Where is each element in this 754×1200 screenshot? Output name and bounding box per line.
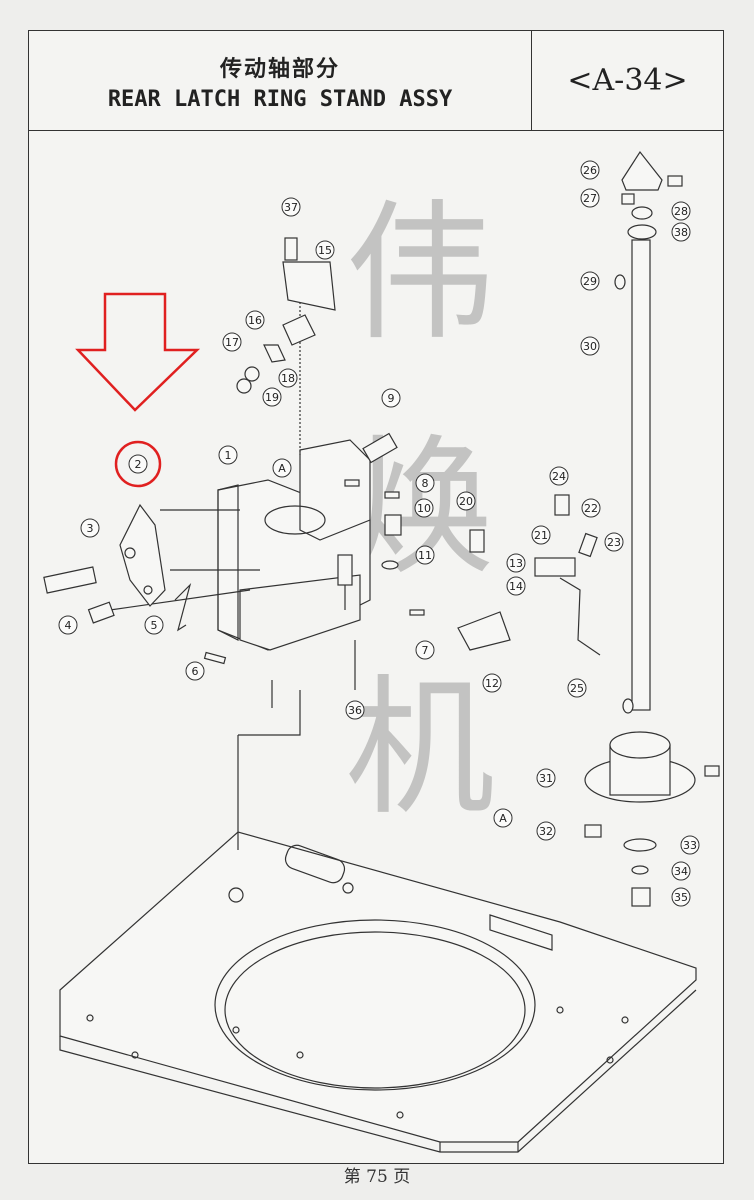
callout-25: 25 (567, 678, 587, 698)
title-cell: 传动轴部分 REAR LATCH RING STAND ASSY (29, 31, 532, 130)
svg-text:2: 2 (135, 458, 142, 471)
svg-text:31: 31 (539, 772, 553, 785)
svg-text:14: 14 (509, 580, 523, 593)
svg-text:23: 23 (607, 536, 621, 549)
callout-34: 34 (671, 861, 691, 881)
callout-35: 35 (671, 887, 691, 907)
stand-assembly (109, 290, 371, 850)
svg-text:28: 28 (674, 205, 688, 218)
callout-8: 8 (415, 473, 435, 493)
callout-16: 16 (245, 310, 265, 330)
svg-text:33: 33 (683, 839, 697, 852)
svg-text:18: 18 (281, 372, 295, 385)
svg-text:A: A (499, 812, 507, 825)
callout-15: 15 (315, 240, 335, 260)
page-number: 第 75 页 (343, 1167, 411, 1187)
svg-text:10: 10 (417, 502, 431, 515)
small-parts (43, 237, 601, 665)
callout-1: 1 (218, 445, 238, 465)
callout-18: 18 (278, 368, 298, 388)
watermark-char-1: 伟 (345, 187, 495, 361)
callout-31: 31 (536, 768, 556, 788)
callout-24: 24 (549, 466, 569, 486)
svg-text:27: 27 (583, 192, 597, 205)
part-2-plate (119, 503, 166, 607)
title-chinese: 传动轴部分 (219, 57, 340, 82)
watermark-char-3: 机 (345, 662, 495, 836)
callout-5: 5 (144, 615, 164, 635)
svg-text:8: 8 (422, 477, 429, 490)
svg-text:29: 29 (583, 275, 597, 288)
svg-text:4: 4 (65, 619, 72, 632)
callout-4: 4 (58, 615, 78, 635)
svg-text:11: 11 (418, 549, 432, 562)
callout-19: 19 (262, 387, 282, 407)
svg-text:37: 37 (284, 201, 298, 214)
highlight-circle (114, 440, 162, 488)
svg-text:16: 16 (248, 314, 262, 327)
header: 传动轴部分 REAR LATCH RING STAND ASSY <A-34> (29, 31, 723, 131)
highlight-arrow (75, 292, 201, 488)
callouts: 1 2 3 4 5 6 7 8 9 10 11 12 13 14 15 16 1… (58, 160, 700, 907)
svg-text:6: 6 (192, 665, 199, 678)
callout-22: 22 (581, 498, 601, 518)
svg-text:24: 24 (552, 470, 566, 483)
callout-28: 28 (671, 201, 691, 221)
section-code: <A-34> (567, 63, 688, 98)
callout-17: 17 (222, 332, 242, 352)
section-marker-a-bottom: A (493, 808, 513, 828)
svg-text:38: 38 (674, 226, 688, 239)
svg-text:9: 9 (388, 392, 395, 405)
svg-text:35: 35 (674, 891, 688, 904)
callout-30: 30 (580, 336, 600, 356)
svg-text:12: 12 (485, 677, 499, 690)
callout-10: 10 (414, 498, 434, 518)
callout-11: 11 (415, 545, 435, 565)
svg-text:26: 26 (583, 164, 597, 177)
callout-33: 33 (680, 835, 700, 855)
svg-text:13: 13 (509, 557, 523, 570)
svg-text:A: A (278, 462, 286, 475)
svg-text:21: 21 (534, 529, 548, 542)
callout-29: 29 (580, 271, 600, 291)
svg-text:3: 3 (87, 522, 94, 535)
callout-38: 38 (671, 222, 691, 242)
callout-21: 21 (531, 525, 551, 545)
callout-32: 32 (536, 821, 556, 841)
base-plate (59, 831, 697, 1153)
callout-9: 9 (381, 388, 401, 408)
svg-text:30: 30 (583, 340, 597, 353)
callout-27: 27 (580, 188, 600, 208)
callout-37: 37 (281, 197, 301, 217)
callout-13: 13 (506, 553, 526, 573)
callout-26: 26 (580, 160, 600, 180)
callout-12: 12 (482, 673, 502, 693)
svg-text:5: 5 (151, 619, 158, 632)
svg-text:20: 20 (459, 495, 473, 508)
title-english: REAR LATCH RING STAND ASSY (107, 87, 453, 112)
svg-text:19: 19 (265, 391, 279, 404)
svg-text:17: 17 (225, 336, 239, 349)
callout-20: 20 (456, 491, 476, 511)
svg-text:22: 22 (584, 502, 598, 515)
callout-3: 3 (80, 518, 100, 538)
svg-text:15: 15 (318, 244, 332, 257)
callout-6: 6 (185, 661, 205, 681)
svg-text:34: 34 (674, 865, 688, 878)
svg-text:32: 32 (539, 825, 553, 838)
svg-text:36: 36 (348, 704, 362, 717)
shaft-assembly (584, 150, 720, 907)
callout-14: 14 (506, 576, 526, 596)
callout-2: 2 (128, 454, 148, 474)
callout-7: 7 (415, 640, 435, 660)
svg-text:7: 7 (422, 644, 429, 657)
svg-text:25: 25 (570, 682, 584, 695)
callout-36: 36 (345, 700, 365, 720)
section-marker-a-top: A (272, 458, 292, 478)
callout-23: 23 (604, 532, 624, 552)
svg-text:1: 1 (225, 449, 232, 462)
